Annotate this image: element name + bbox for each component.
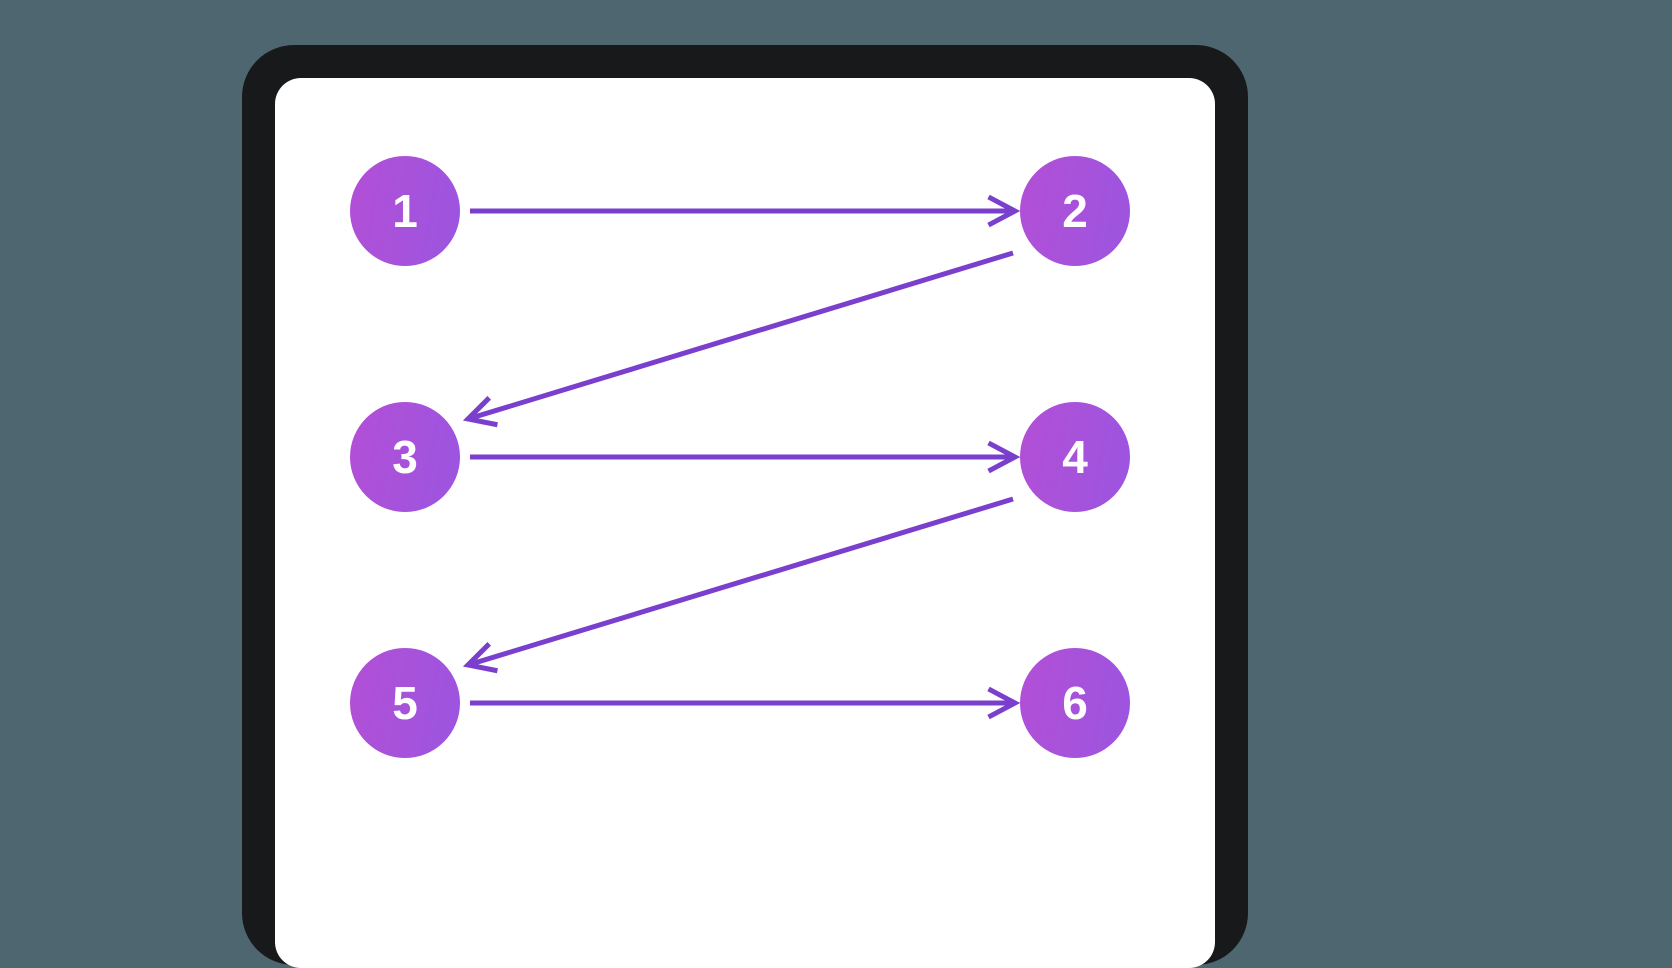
edges-group [462,194,1021,720]
arrow-5-to-6 [470,686,1021,720]
screenshot-stage: 1 2 3 4 5 6 [242,45,1248,968]
node-label: 5 [392,677,418,729]
node-label: 3 [392,431,418,483]
arrow-4-to-5 [462,496,1014,674]
arrow-shaft [469,250,1014,421]
diagram-node-1[interactable]: 1 [350,156,460,266]
arrow-1-to-2 [470,194,1021,228]
arrowhead-icon [987,194,1021,228]
node-label: 6 [1062,677,1088,729]
arrow-shaft [469,496,1014,667]
diagram-node-3[interactable]: 3 [350,402,460,512]
diagram-canvas: 1 2 3 4 5 6 [275,78,1215,968]
arrowhead-icon [987,440,1021,474]
arrow-3-to-4 [470,440,1021,474]
arrowhead-icon [462,396,498,428]
device-screen: 1 2 3 4 5 6 [275,78,1215,968]
arrow-2-to-3 [462,250,1014,428]
diagram-node-5[interactable]: 5 [350,648,460,758]
node-label: 2 [1062,185,1088,237]
arrowhead-icon [462,642,498,674]
node-label: 4 [1062,431,1088,483]
node-label: 1 [392,185,418,237]
diagram-arrows-svg [462,194,1021,720]
diagram-node-2[interactable]: 2 [1020,156,1130,266]
arrowhead-icon [987,686,1021,720]
diagram-node-4[interactable]: 4 [1020,402,1130,512]
diagram-node-6[interactable]: 6 [1020,648,1130,758]
